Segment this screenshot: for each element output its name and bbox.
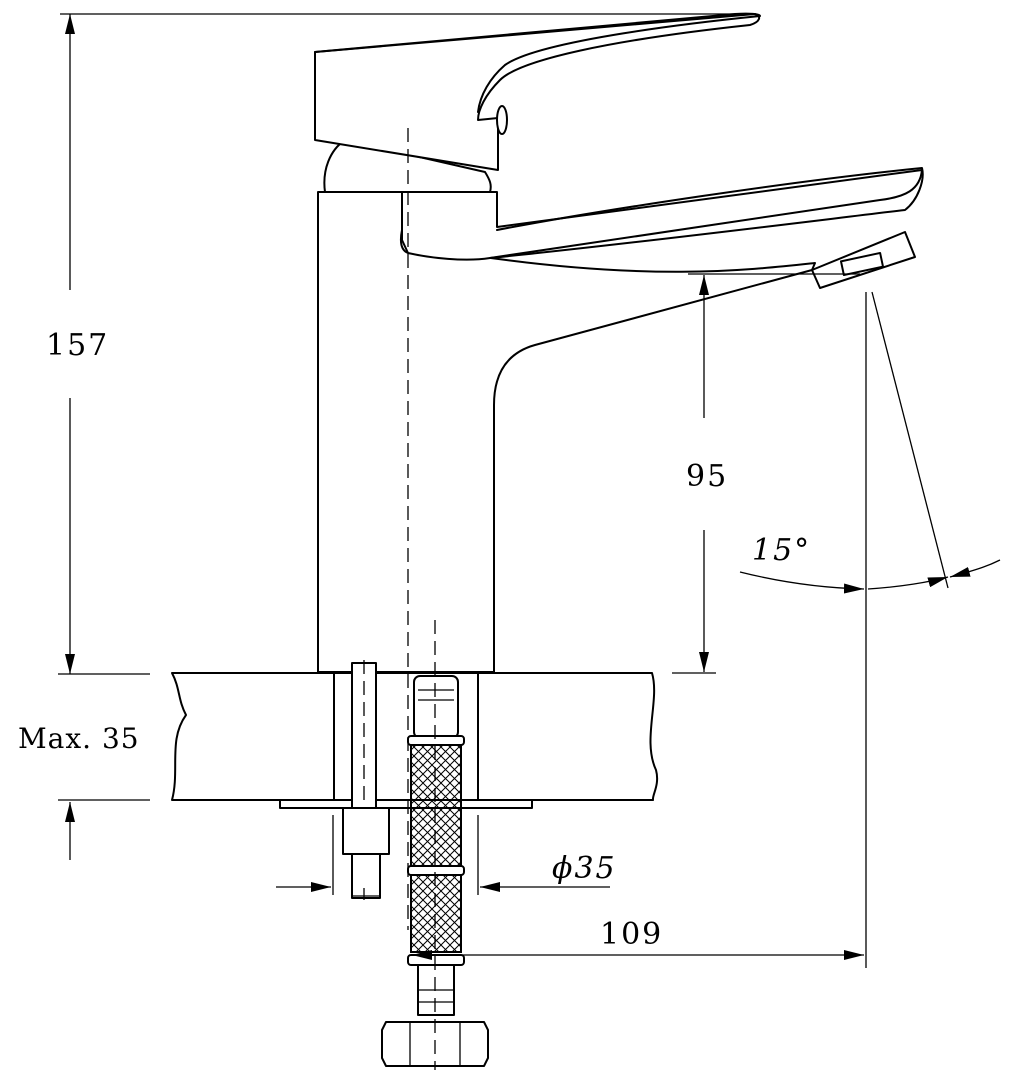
faucet-column [317, 191, 816, 673]
mounting-plate [279, 799, 533, 809]
dimension-spout-height: 95 [672, 273, 860, 674]
faucet-lever [314, 13, 761, 171]
aerator-insert [839, 251, 885, 277]
cartridge-dome [323, 139, 492, 193]
hole-diameter-label: ϕ35 [552, 851, 617, 886]
dimension-total-height: 157 [46, 13, 740, 675]
stud-nut [342, 807, 390, 855]
stud-end [351, 853, 381, 899]
hose-top-fitting [413, 675, 459, 739]
lever-screw [496, 105, 508, 135]
spout-top-edge [489, 167, 924, 259]
hose-braid [410, 741, 462, 953]
spout-angle-label: 15° [752, 533, 811, 568]
underside-hardware [342, 620, 489, 1070]
countertop-hatch [171, 672, 659, 801]
hose-crimp-low [407, 954, 465, 966]
lever-top-edge [314, 12, 761, 113]
hose-crimp-mid [407, 865, 465, 876]
dimension-spout-angle: 15° [739, 291, 1001, 968]
spout-reach-label: 109 [600, 917, 663, 952]
spout-height-label: 95 [686, 459, 728, 494]
dimension-deck-thickness: Max. 35 [18, 722, 150, 860]
total-height-label: 157 [46, 328, 109, 363]
dimension-spout-reach: 109 [412, 917, 864, 960]
faucet-spout [401, 169, 923, 261]
max-deck-label: Max. 35 [18, 722, 140, 755]
hose-crimp-top [407, 735, 465, 746]
dimension-hole-diameter: ϕ35 [276, 815, 617, 895]
